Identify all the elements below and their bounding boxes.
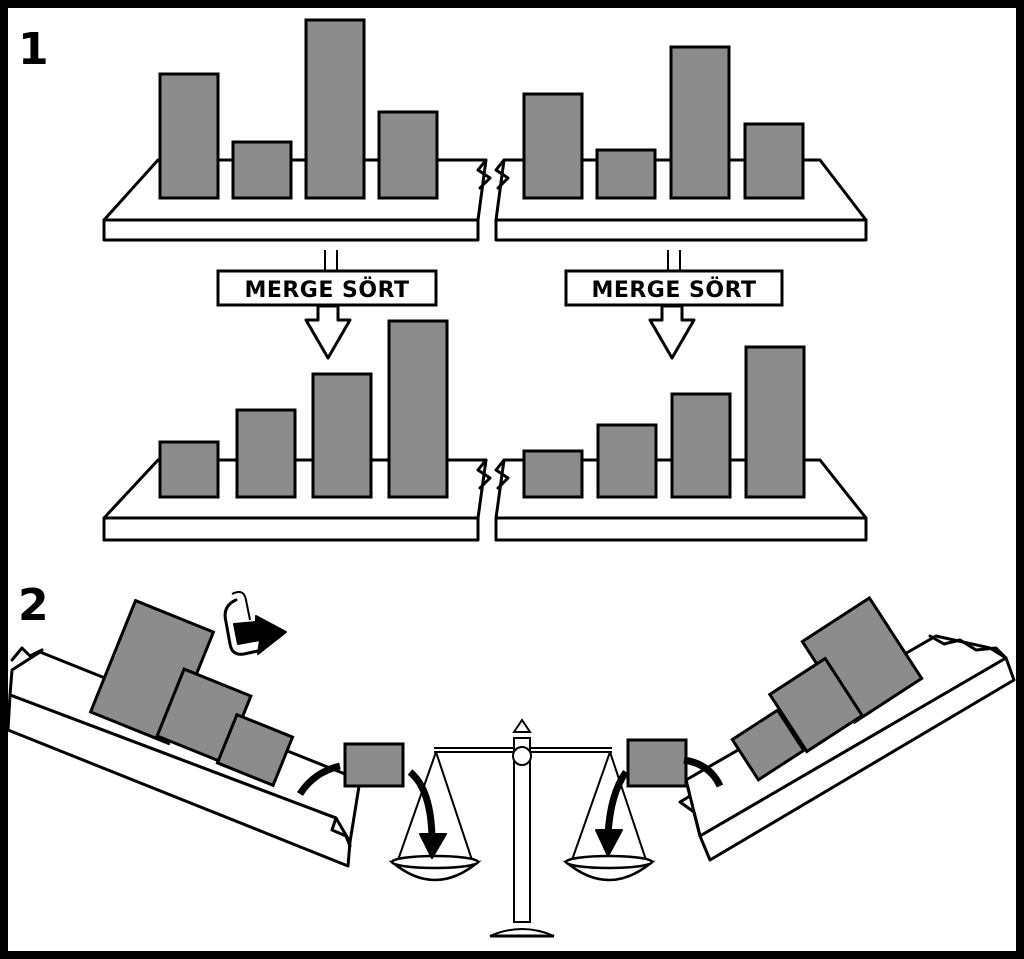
break-mark	[318, 810, 352, 848]
tilted-shelf-left	[6, 598, 362, 868]
break-mark	[476, 158, 492, 190]
bar	[158, 440, 220, 499]
bar	[304, 18, 366, 200]
bar	[522, 449, 584, 499]
merge-sort-label-box	[216, 269, 438, 307]
bar	[595, 148, 657, 200]
balance-scale	[388, 718, 656, 938]
step-2-number: 2	[18, 580, 49, 631]
bar	[744, 345, 806, 499]
bar	[158, 72, 220, 200]
curved-arrow-icon	[604, 769, 629, 837]
bar	[231, 140, 293, 200]
curved-arrow-icon	[297, 762, 341, 796]
break-mark	[10, 646, 44, 662]
arrow-head-icon	[595, 829, 623, 857]
block	[767, 656, 865, 754]
break-mark	[494, 158, 510, 190]
bar	[669, 45, 731, 200]
bar	[235, 408, 297, 499]
bar	[596, 423, 658, 499]
bar	[743, 122, 805, 200]
bar	[522, 92, 584, 200]
sorted-shelf-left	[102, 319, 488, 542]
merge-sort-label-box	[564, 269, 784, 307]
compare-block-right	[626, 738, 688, 788]
merge-sort-step-right: MERGE SÖRT	[564, 250, 784, 360]
sorted-shelf-right	[494, 345, 868, 542]
curved-arrow-icon	[683, 756, 724, 788]
break-mark	[476, 458, 492, 490]
merge-sort-step-left: MERGE SÖRT	[216, 250, 438, 360]
block	[215, 712, 295, 788]
curved-arrow-icon	[407, 769, 436, 843]
rotate-icon	[223, 591, 287, 656]
merge-sort-label: MERGE SÖRT	[244, 277, 409, 303]
step-1-number: 1	[18, 24, 49, 75]
bar	[311, 372, 373, 499]
bar	[670, 392, 732, 499]
merge-sort-label: MERGE SÖRT	[591, 277, 756, 303]
break-mark	[494, 458, 510, 490]
bar	[387, 319, 449, 499]
bar	[377, 110, 439, 200]
block	[730, 708, 806, 782]
down-arrow-icon	[304, 304, 352, 360]
arrow-head-icon	[419, 833, 447, 859]
down-arrow-icon	[648, 304, 696, 360]
break-mark	[678, 778, 702, 838]
break-mark	[928, 634, 1008, 660]
unsorted-shelf-right	[494, 45, 868, 242]
tilted-shelf-right	[678, 595, 1016, 862]
compare-block-left	[343, 742, 405, 788]
